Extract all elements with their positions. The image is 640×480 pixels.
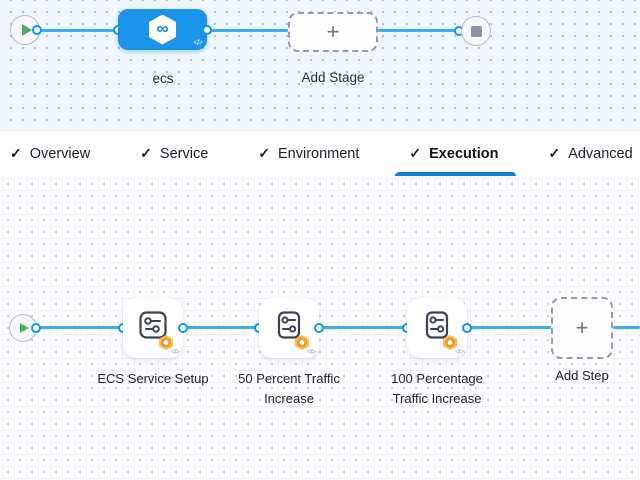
connector-line [319, 326, 407, 329]
tab-overview[interactable]: ✓ Overview [10, 131, 90, 176]
tab-service[interactable]: ✓ Service [140, 131, 208, 176]
connector-port [202, 25, 212, 35]
stop-icon [470, 25, 482, 37]
connector-port [178, 323, 188, 333]
sliders-step-icon [139, 311, 167, 339]
connector-port [314, 323, 324, 333]
connector-line [613, 326, 640, 329]
code-icon: </> [307, 347, 316, 356]
stage-config-tabs: ✓ Overview ✓ Service ✓ Environment ✓ Exe… [0, 130, 640, 176]
check-icon: ✓ [258, 145, 270, 161]
stage-canvas[interactable]: ∞ </> ecs + Add Stage [0, 0, 640, 130]
check-icon: ✓ [140, 145, 152, 161]
step-node-ecs-service-setup[interactable]: </> [123, 298, 183, 358]
tab-label: Service [159, 145, 209, 162]
connector-line [36, 326, 123, 329]
gear-badge-icon [295, 335, 309, 350]
connector-line [378, 29, 459, 32]
cd-stage-icon: ∞ [149, 14, 176, 45]
connector-line [207, 29, 288, 32]
gear-badge-icon [159, 335, 173, 350]
code-icon: </> [171, 347, 180, 356]
check-icon: ✓ [409, 145, 422, 161]
add-stage-button[interactable]: + [288, 12, 378, 52]
gear-badge-icon [443, 335, 457, 350]
tab-environment[interactable]: ✓ Environment [258, 131, 359, 176]
check-icon: ✓ [10, 145, 22, 161]
play-icon [21, 24, 32, 36]
plus-icon: + [575, 315, 589, 340]
step-node-100-percentage-traffic-increase[interactable]: </> [407, 298, 467, 358]
code-icon: </> [193, 38, 203, 47]
step-name-label: 100 Percentage Traffic Increase [391, 371, 483, 406]
sliders-step-icon [277, 311, 301, 339]
tab-advanced[interactable]: ✓ Advanced [548, 131, 632, 176]
code-icon: </> [455, 347, 464, 356]
step-node-50-percent-traffic-increase[interactable]: </> [259, 298, 319, 358]
active-tab-underline [395, 172, 517, 176]
add-step-label: Add Step [555, 368, 609, 383]
pipeline-end-node[interactable] [461, 16, 491, 46]
connector-port [462, 323, 472, 333]
connector-line [183, 326, 259, 329]
tab-label: Environment [278, 145, 360, 162]
tab-label: Execution [429, 145, 499, 162]
add-step-button[interactable]: + [551, 297, 613, 359]
plus-icon: + [326, 19, 340, 44]
tab-execution[interactable]: ✓ Execution [395, 131, 517, 176]
step-name-label: ECS Service Setup [97, 371, 209, 386]
tab-label: Advanced [568, 145, 633, 162]
connector-port [32, 25, 42, 35]
stage-node-ecs[interactable]: ∞ </> [118, 9, 207, 50]
connector-port [31, 323, 41, 333]
play-icon [20, 323, 29, 333]
connector-line [37, 29, 118, 32]
check-icon: ✓ [548, 145, 561, 161]
tab-label: Overview [29, 145, 91, 162]
infinity-icon: ∞ [156, 19, 169, 38]
sliders-step-icon [425, 311, 449, 339]
add-stage-label: Add Stage [301, 70, 365, 85]
execution-canvas[interactable]: </> ECS Service Setup </> 50 Percent Tra… [0, 176, 640, 480]
step-name-label: 50 Percent Traffic Increase [238, 371, 340, 406]
stage-name-label: ecs [152, 71, 174, 86]
connector-line [467, 326, 551, 329]
